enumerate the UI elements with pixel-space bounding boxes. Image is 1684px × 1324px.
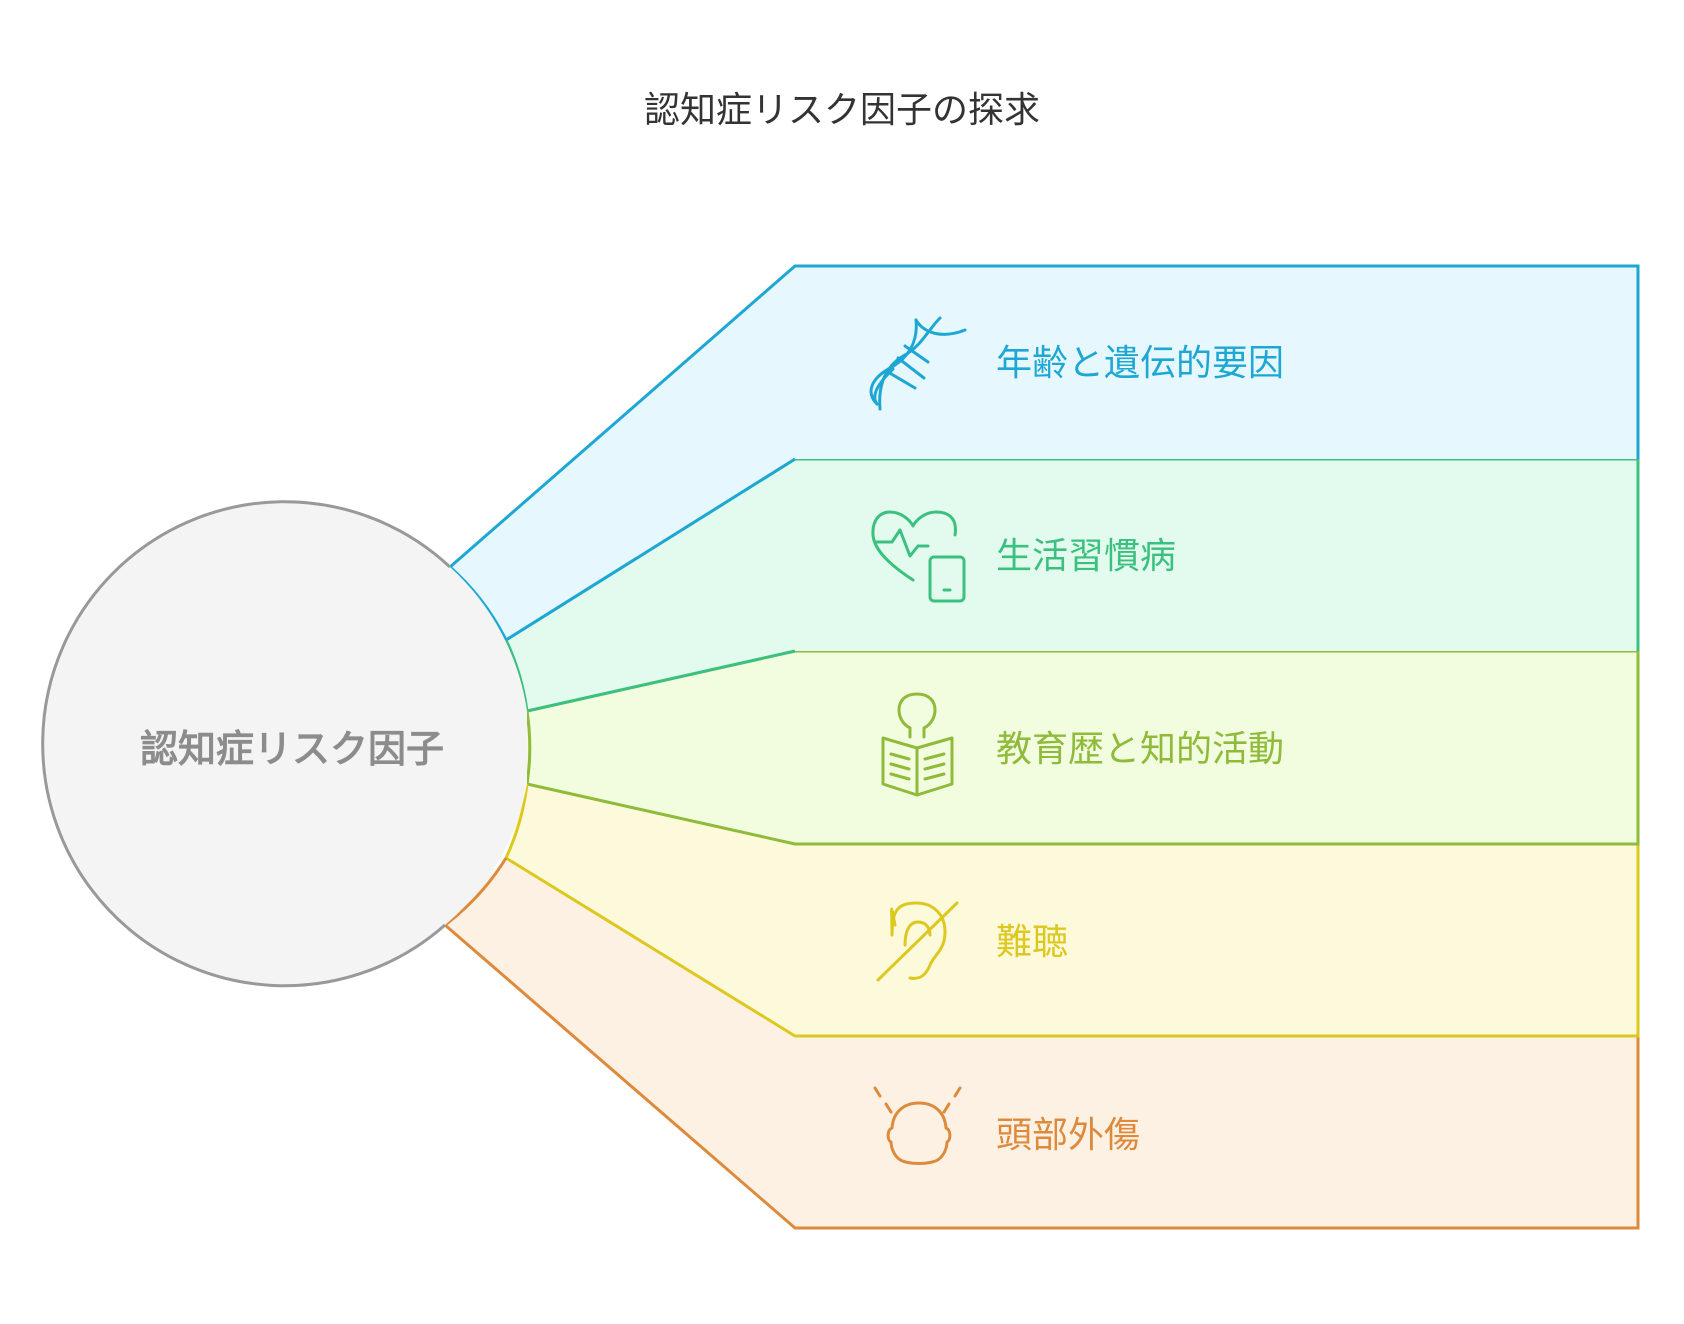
branch-band-5 — [445, 858, 1638, 1228]
head-injury-icon — [873, 1086, 962, 1165]
reading-person-icon — [881, 692, 954, 797]
branch-label-3: 教育歴と知的活動 — [996, 729, 1284, 770]
branch-orange — [444, 858, 1640, 1230]
branch-yellow — [505, 784, 1640, 1038]
branch-band-2 — [506, 459, 1638, 711]
branch-label-5: 頭部外傷 — [996, 1115, 1140, 1156]
heart-phone-icon — [871, 510, 966, 603]
branch-blue — [449, 264, 1640, 642]
arc-green — [525, 710, 532, 785]
arc-blue — [449, 565, 508, 641]
center-label: 認知症リスク因子 — [140, 727, 444, 771]
diagram-title: 認知症リスク因子の探求 — [644, 90, 1040, 131]
arc-yellow — [504, 783, 529, 859]
branch-outline-5 — [444, 923, 1640, 1230]
branch-label-4: 難聴 — [996, 922, 1068, 963]
branch-outline-4 — [505, 844, 1640, 1038]
center-circle — [42, 501, 528, 986]
branch-outline-1b — [505, 457, 796, 642]
branch-band-1 — [450, 266, 1638, 640]
branch-outline-2b — [526, 649, 796, 713]
branch-outline-1 — [449, 264, 1640, 569]
center-circle-outline — [41, 500, 452, 988]
branch-label-2: 生活習慣病 — [996, 536, 1176, 577]
branch-band-4 — [506, 784, 1638, 1036]
hearing-loss-icon — [876, 901, 959, 982]
branch-label-1: 年齢と遺伝的要因 — [996, 343, 1284, 384]
dna-icon — [869, 316, 967, 411]
branch-band-3 — [527, 651, 1638, 844]
arc-orange — [444, 857, 508, 927]
